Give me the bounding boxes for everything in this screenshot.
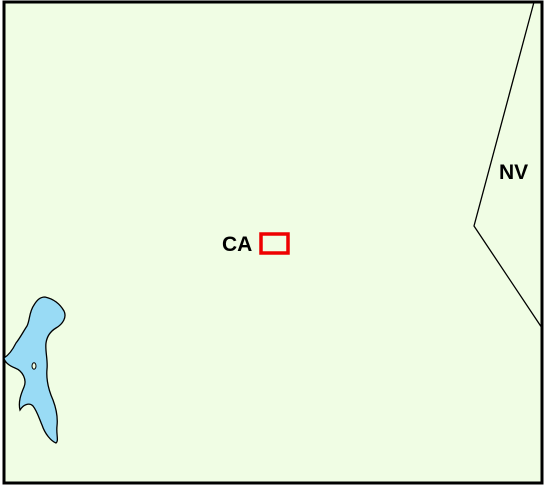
state-label-ca: CA <box>222 233 253 256</box>
lake-island <box>31 362 37 370</box>
state-label-nv: NV <box>499 161 529 184</box>
lake <box>3 296 66 444</box>
selected-location-marker[interactable] <box>259 232 290 255</box>
state-boundary-line <box>473 1 543 329</box>
